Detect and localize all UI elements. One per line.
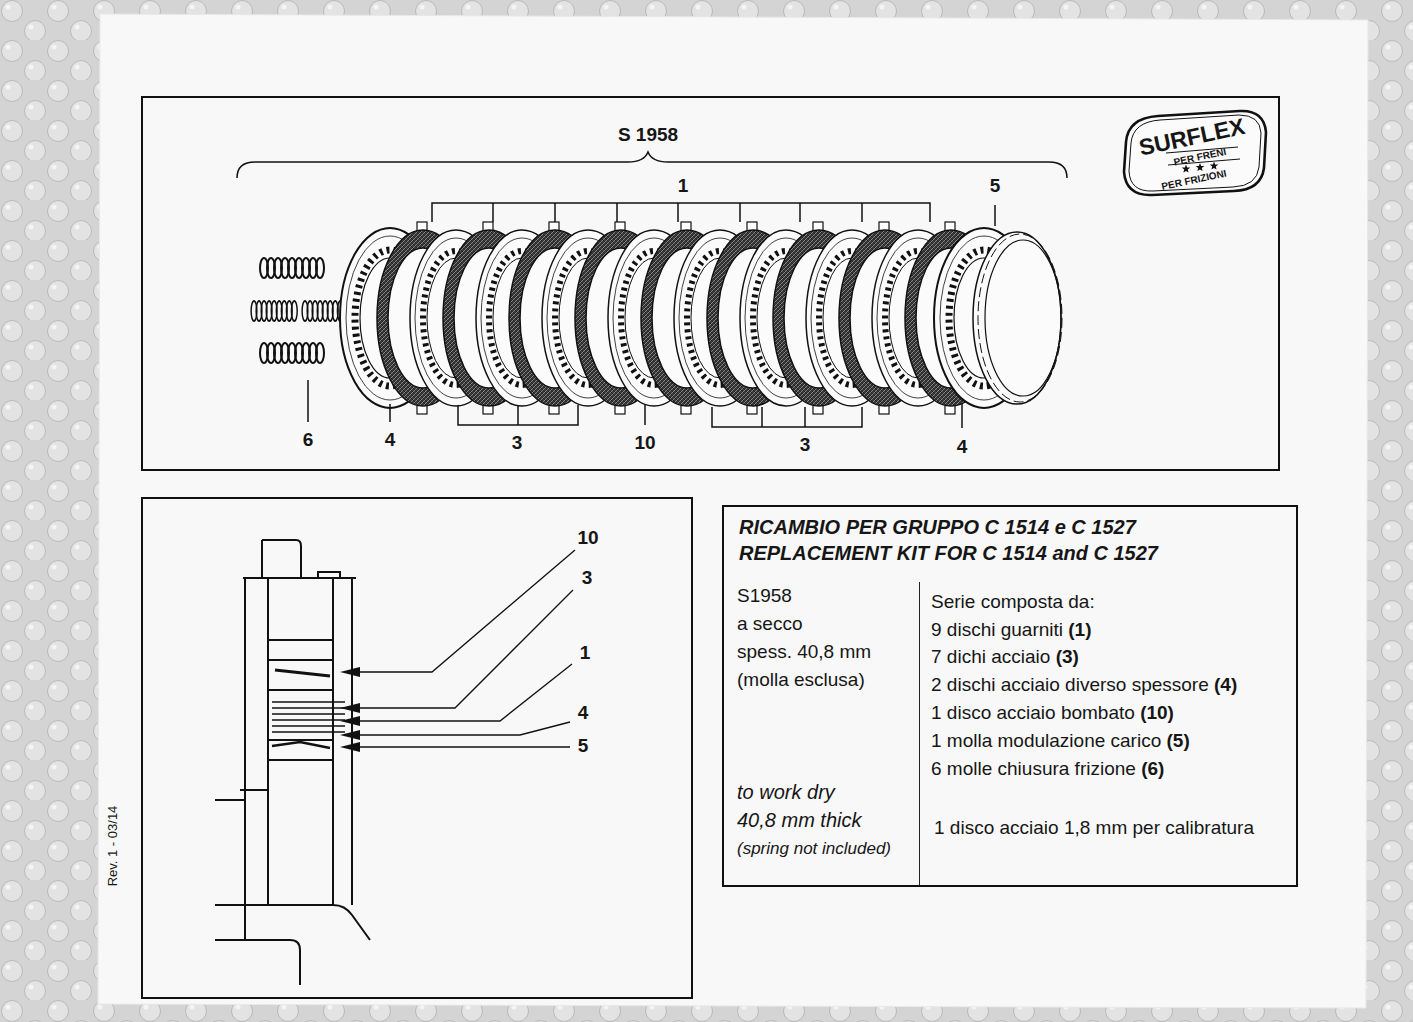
clutch-disc-stack bbox=[340, 222, 1062, 414]
callout-number: 10 bbox=[577, 528, 598, 549]
art-part bbox=[268, 759, 333, 761]
kit-brace bbox=[237, 152, 1067, 178]
revision-note: Rev. 1 - 03/14 bbox=[106, 806, 120, 887]
art-part bbox=[351, 578, 353, 905]
art-part bbox=[358, 550, 575, 672]
art-part bbox=[268, 639, 333, 641]
art-part bbox=[272, 742, 330, 748]
spec-line: spess. 40,8 mm bbox=[737, 641, 871, 663]
art-part bbox=[358, 722, 570, 735]
spec-line: (molla esclusa) bbox=[737, 669, 865, 691]
parts-list-item: 6 molle chiusura frizione (6) bbox=[931, 758, 1164, 780]
brand-logo: SURFLEXPER FRENIPER FRIZIONI bbox=[1120, 110, 1270, 196]
column-divider bbox=[919, 582, 920, 885]
parts-list-item: 1 disco acciaio 1,8 mm per calibratura bbox=[934, 817, 1254, 839]
parts-list-item: 1 molla modulazione carico (5) bbox=[931, 730, 1190, 752]
callout-number: 6 bbox=[303, 430, 314, 451]
badge-border bbox=[1124, 111, 1266, 195]
callout-number: 3 bbox=[582, 568, 593, 589]
art-part bbox=[251, 301, 297, 321]
parts-list-item: 7 dichi acciaio (3) bbox=[931, 646, 1079, 668]
art-part bbox=[973, 232, 1062, 404]
section-view-frame bbox=[142, 498, 692, 998]
parts-list-item: 9 dischi guarniti (1) bbox=[931, 619, 1092, 641]
callout-number: 3 bbox=[512, 433, 523, 454]
art-part bbox=[340, 742, 360, 752]
callout-number: 4 bbox=[385, 430, 396, 451]
spec-line-english: (spring not included) bbox=[737, 839, 891, 859]
art-part bbox=[340, 716, 360, 726]
art-part bbox=[215, 905, 370, 940]
art-part bbox=[215, 790, 268, 800]
parts-list-item: 1 disco acciaio bombato (10) bbox=[931, 702, 1174, 724]
art-part bbox=[272, 702, 345, 732]
callout-number: 5 bbox=[990, 176, 1001, 197]
callout-number: 1 bbox=[580, 643, 591, 664]
coil-springs bbox=[251, 258, 348, 363]
callout-number: 4 bbox=[578, 703, 589, 724]
art-part bbox=[340, 730, 360, 740]
art-part bbox=[261, 540, 263, 578]
callout-number: 3 bbox=[800, 435, 811, 456]
callout-number: 5 bbox=[578, 736, 589, 757]
spec-line: a secco bbox=[737, 613, 802, 635]
art-part bbox=[358, 590, 573, 708]
parts-list-heading: Serie composta da: bbox=[931, 591, 1095, 613]
parts-list-item: 2 dischi acciaio diverso spessore (4) bbox=[931, 674, 1237, 696]
callout-number: 4 bbox=[957, 437, 968, 458]
kit-code: S 1958 bbox=[618, 125, 678, 146]
art-part bbox=[318, 572, 340, 578]
art-part bbox=[215, 940, 300, 985]
spec-line-english: to work dry bbox=[737, 781, 835, 804]
art-part bbox=[268, 689, 333, 691]
section-leaders bbox=[358, 550, 575, 747]
table-heading: REPLACEMENT KIT FOR C 1514 and C 1527 bbox=[739, 542, 1158, 565]
art-part bbox=[260, 343, 324, 363]
callout-bracket bbox=[432, 203, 995, 226]
art-part bbox=[332, 578, 334, 905]
art-part bbox=[275, 670, 330, 676]
art-part bbox=[260, 258, 324, 278]
table-heading: RICAMBIO PER GRUPPO C 1514 e C 1527 bbox=[739, 516, 1136, 539]
section-arrowheads bbox=[340, 667, 360, 752]
art-part bbox=[267, 578, 269, 905]
exploded-view-frame bbox=[142, 97, 1279, 470]
art-part bbox=[358, 664, 572, 721]
art-part bbox=[268, 739, 333, 741]
callout-number: 10 bbox=[634, 433, 655, 454]
art-part bbox=[262, 540, 301, 578]
clutch-cross-section bbox=[215, 540, 370, 985]
art-part bbox=[340, 667, 360, 677]
spec-line: S1958 bbox=[737, 585, 792, 607]
kit-table: RICAMBIO PER GRUPPO C 1514 e C 1527REPLA… bbox=[722, 505, 1298, 887]
badge-star bbox=[1196, 163, 1205, 171]
paper-sheet bbox=[98, 14, 1368, 1008]
art-part bbox=[358, 746, 570, 747]
callout-leaders bbox=[308, 380, 962, 428]
art-part bbox=[340, 703, 360, 713]
art-part bbox=[268, 659, 333, 661]
spec-line-english: 40,8 mm thick bbox=[737, 809, 861, 832]
art-part bbox=[244, 578, 246, 940]
callout-number: 1 bbox=[678, 176, 689, 197]
